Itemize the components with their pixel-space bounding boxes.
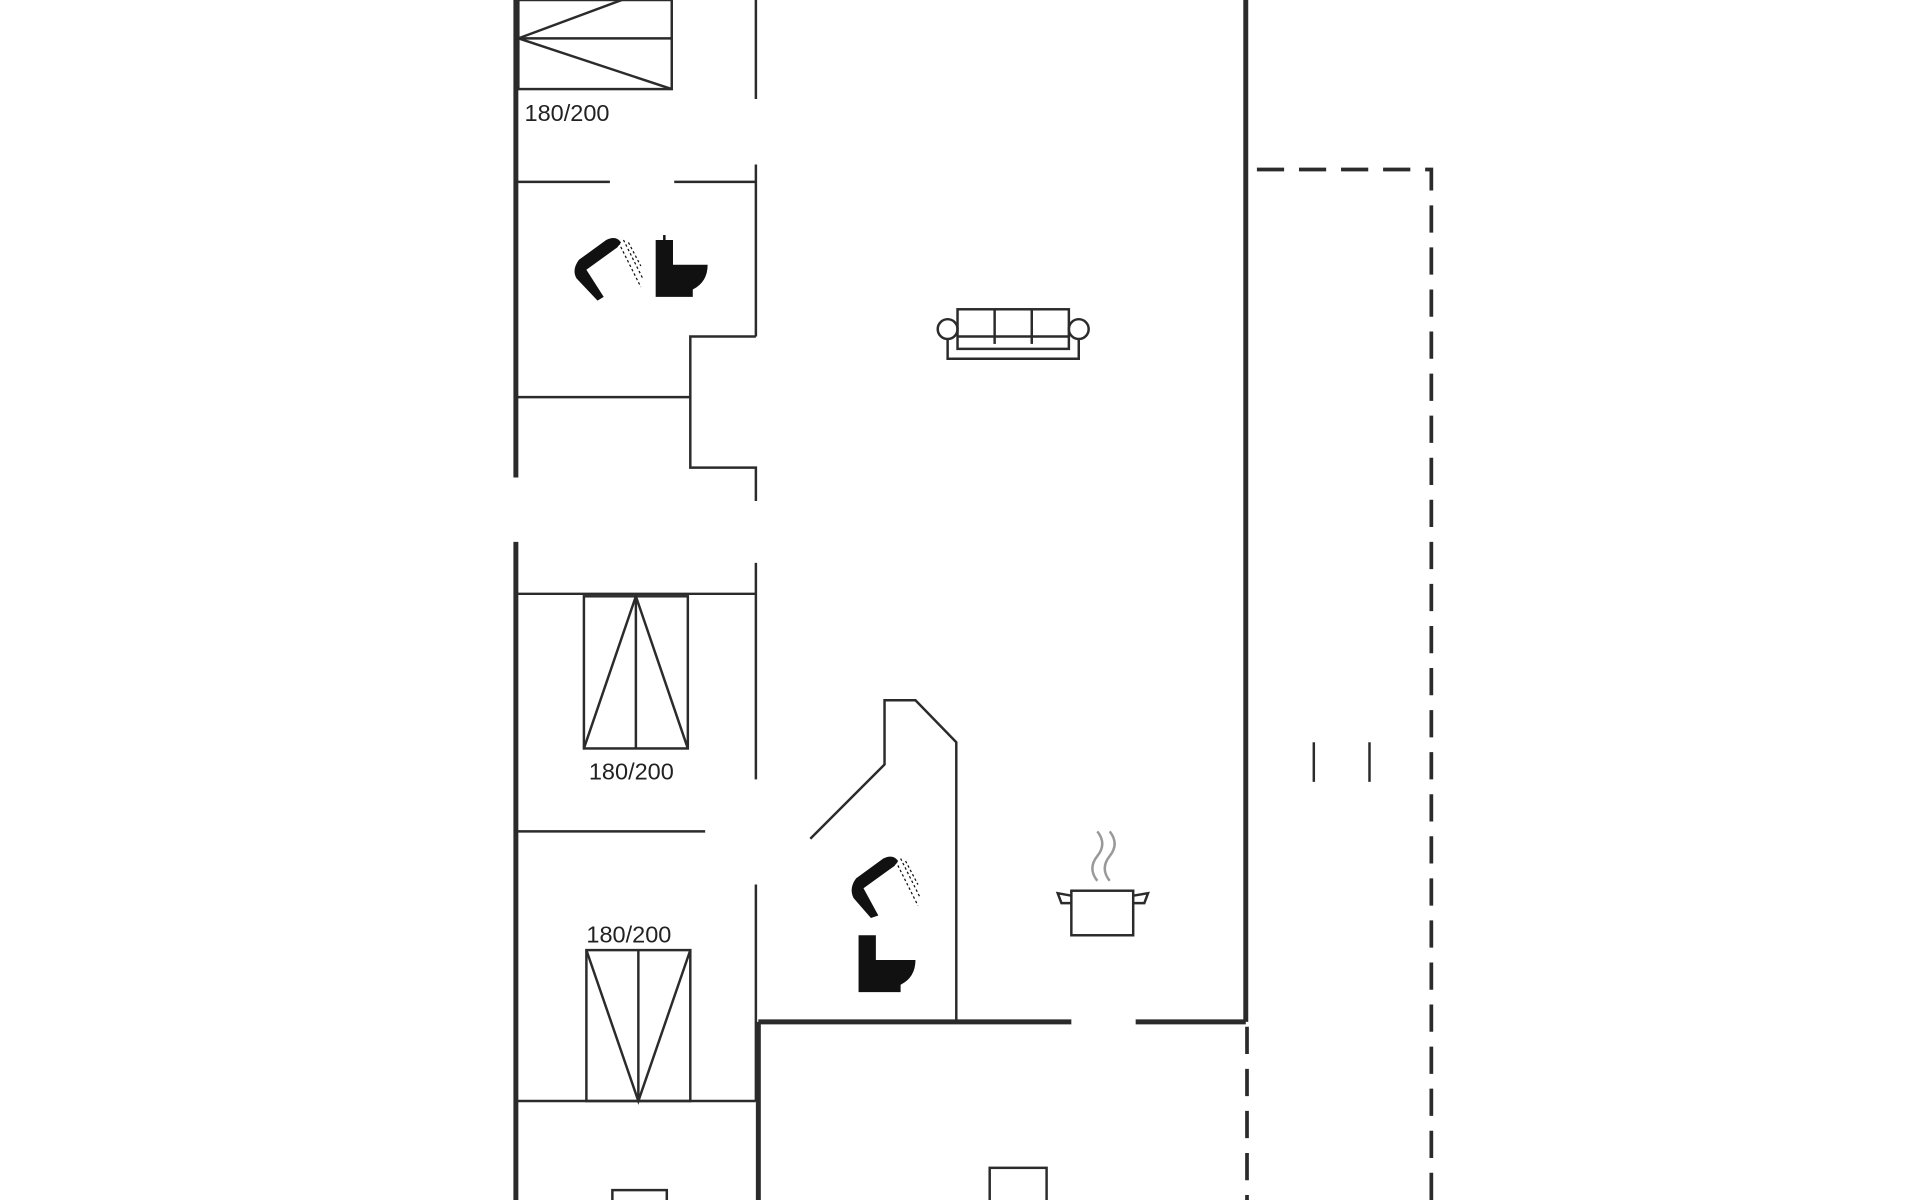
toilet-icon: [858, 935, 916, 993]
sofa-icon: [936, 308, 1090, 360]
cooking-pot-icon: [1055, 830, 1150, 937]
terrace-outline: [1245, 167, 1434, 1200]
bed-size-label: 180/200: [586, 922, 671, 948]
shower-icon: [574, 238, 644, 301]
bed-2: [582, 592, 690, 750]
bed-size-label: 180/200: [589, 758, 674, 784]
shower-icon: [851, 856, 921, 918]
bed-3: [585, 948, 692, 1105]
bed-1: [517, 0, 673, 91]
toilet-icon: [655, 235, 708, 297]
walls: [513, 0, 1371, 1200]
bed-size-label: 180/200: [525, 100, 610, 126]
